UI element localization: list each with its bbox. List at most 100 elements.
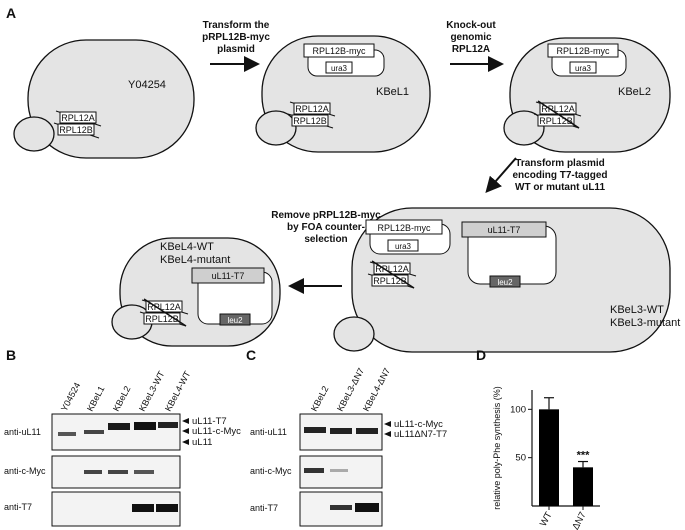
lane-label: KBeL4-ΔN7 [361, 366, 392, 413]
step-text: Transform the [203, 20, 270, 31]
cell-name: KBeL1 [376, 86, 409, 98]
panel-label-b: B [6, 347, 16, 363]
band [156, 504, 178, 512]
step-2: Knock-out genomic RPL12A [446, 20, 504, 72]
plasmid-label: RPL12B-myc [312, 46, 366, 56]
row-label: anti-uL11 [4, 427, 41, 437]
gene-label: RPL12A [147, 302, 181, 312]
band [330, 428, 352, 434]
lane-labels-c: KBeL2 KBeL3-ΔN7 KBeL4-ΔN7 [309, 366, 392, 413]
row-label: anti-c-Myc [250, 466, 292, 476]
step-4: Remove pRPL12B-myc by FOA counter- selec… [271, 210, 381, 294]
lane-labels-b: Y04524 KBeL1 KBeL2 KBeL3-WT KBeL4-WT [59, 369, 193, 413]
plasmid-label: RPL12B-myc [377, 223, 431, 233]
cell-name: KBeL3-WT [610, 304, 664, 316]
step-3: Transform plasmid encoding T7-tagged WT … [485, 157, 608, 194]
knockout-strike [537, 100, 580, 129]
row-label: anti-T7 [250, 503, 278, 513]
marker-arrowhead [384, 431, 391, 437]
band [304, 427, 326, 433]
cell-name: KBeL2 [618, 86, 651, 98]
blot-b-anti-t7 [51, 491, 181, 527]
row-label: anti-uL11 [250, 427, 287, 437]
knockout-strike [143, 298, 187, 327]
band [330, 469, 348, 472]
lane-label: KBeL3-WT [137, 369, 167, 413]
step-text: RPL12A [452, 44, 490, 55]
plasmid-label: RPL12B-myc [556, 46, 610, 56]
blot-b-anti-ul11 [51, 413, 181, 451]
band [84, 430, 104, 434]
gene-label: RPL12A [375, 264, 409, 274]
blot-b-anti-cmyc [51, 455, 181, 489]
marker-label: uL11-T7 [192, 416, 227, 427]
marker-label: uL11-c-Myc [394, 419, 443, 430]
band [330, 505, 352, 510]
plasmid-label: uL11-T7 [488, 225, 521, 235]
band [134, 470, 154, 474]
step-text: Remove pRPL12B-myc [271, 210, 381, 221]
gene-label: RPL12A [295, 104, 329, 114]
genomic-locus: RPL12A RPL12B [53, 110, 102, 139]
marker-label: ura3 [331, 64, 348, 73]
markers-c: uL11-c-Myc uL11ΔN7-T7 [384, 419, 447, 440]
band [58, 432, 76, 436]
cell-kbel3: RPL12B-myc ura3 uL11-T7 leu2 RPL12A RPL1… [333, 207, 680, 353]
panel-label-c: C [246, 347, 256, 363]
step-text: encoding T7-tagged [513, 170, 608, 181]
marker-arrowhead [182, 439, 189, 445]
cell-y04254: Y04254 RPL12A RPL12B [13, 39, 195, 159]
marker-arrowhead [182, 418, 189, 424]
significance-annotation: *** [577, 450, 591, 462]
bar [573, 467, 593, 506]
y-tick-label: 100 [510, 404, 526, 415]
marker-label: leu2 [497, 278, 513, 287]
gene-label: RPL12B [59, 125, 93, 135]
marker-label: uL11-c-Myc [192, 426, 241, 437]
gene-label: RPL12B [293, 116, 327, 126]
gene-label: RPL12B [539, 116, 573, 126]
band [304, 468, 324, 473]
cell-name: KBeL4-mutant [160, 254, 230, 266]
step-text: plasmid [217, 44, 255, 55]
step-text: selection [304, 234, 347, 245]
gene-label: RPL12A [541, 104, 575, 114]
lane-label: Y04524 [59, 381, 82, 413]
band [134, 422, 156, 430]
band [84, 470, 102, 474]
step-text: by FOA counter- [287, 222, 365, 233]
markers-b: uL11-T7 uL11-c-Myc uL11 [182, 416, 241, 448]
blot-c-anti-ul11 [299, 413, 383, 451]
y-axis-label: relative poly-Phe synthesis (%) [492, 386, 502, 510]
cell-kbel1: RPL12B-myc ura3 KBeL1 RPL12A RPL12B [255, 35, 431, 153]
y-tick-label: 50 [515, 453, 526, 464]
step-1: Transform the pRPL12B-myc plasmid [202, 20, 270, 72]
lane-label: KBeL2 [111, 384, 133, 413]
lane-label: KBeL4-WT [163, 369, 193, 413]
row-label: anti-c-Myc [4, 466, 46, 476]
marker-label: uL11 [192, 437, 212, 448]
arrow-down-left [485, 157, 517, 194]
cell-name: Y04254 [128, 79, 166, 91]
lane-label: KBeL1 [85, 384, 107, 413]
cell-kbel4: KBeL4-WT KBeL4-mutant uL11-T7 leu2 RPL12… [111, 237, 281, 347]
marker-label: ura3 [395, 242, 412, 251]
marker-arrowhead [384, 421, 391, 427]
gene-label: RPL12B [373, 276, 407, 286]
cell-kbel2: RPL12B-myc ura3 KBeL2 RPL12A RPL12B [503, 37, 671, 153]
step-text: genomic [450, 32, 492, 43]
plasmid-label: uL11-T7 [212, 271, 245, 281]
marker-label: uL11ΔN7-T7 [394, 429, 447, 440]
knockout-strike [371, 260, 415, 289]
step-text: Knock-out [446, 20, 496, 31]
band [108, 470, 128, 474]
gene-label: RPL12B [145, 314, 179, 324]
step-text: Transform plasmid [515, 158, 604, 169]
cell-name: KBeL4-WT [160, 241, 214, 253]
gene-label: RPL12A [61, 113, 95, 123]
step-text: WT or mutant uL11 [515, 182, 605, 193]
marker-arrowhead [182, 428, 189, 434]
lane-label: KBeL2 [309, 384, 331, 413]
